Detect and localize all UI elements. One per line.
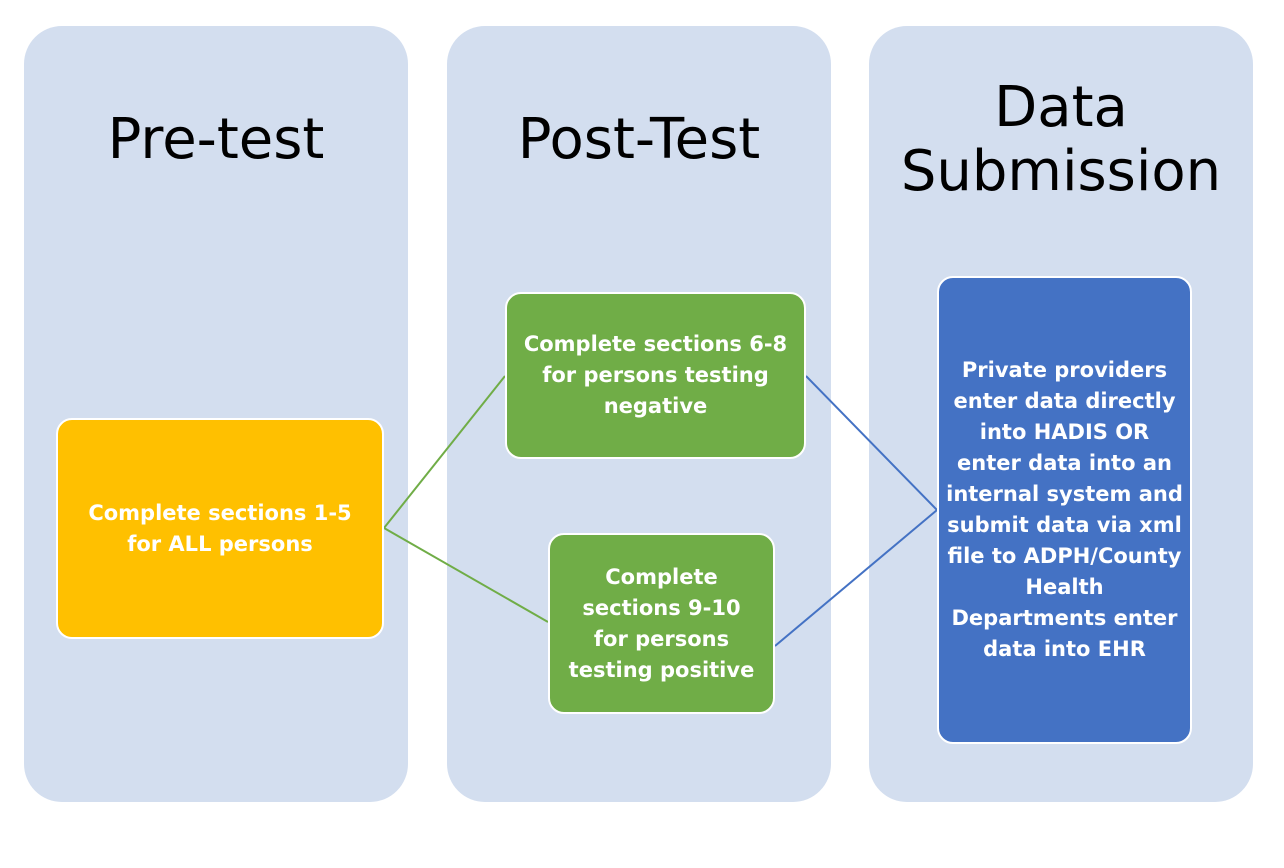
pre-test-step-box: Complete sections 1-5 for ALL persons <box>56 418 384 639</box>
data-submission-step-text: Private providers enter data directly in… <box>946 358 1183 661</box>
column-title-pre-test: Pre-test <box>107 107 325 172</box>
column-title-data-submission: Data Submission <box>900 75 1222 204</box>
positive-result-step-box: Complete sections 9-10 for persons testi… <box>548 533 775 714</box>
column-pre-test: Pre-test <box>24 26 408 802</box>
negative-result-step-text: Complete sections 6-8 for persons testin… <box>523 332 788 418</box>
positive-result-step-text: Complete sections 9-10 for persons testi… <box>568 564 755 682</box>
column-title-post-test: Post-Test <box>517 107 761 172</box>
negative-result-step-box: Complete sections 6-8 for persons testin… <box>505 292 806 459</box>
pre-test-step-text: Complete sections 1-5 for ALL persons <box>88 500 352 556</box>
data-submission-step-box: Private providers enter data directly in… <box>937 276 1192 744</box>
